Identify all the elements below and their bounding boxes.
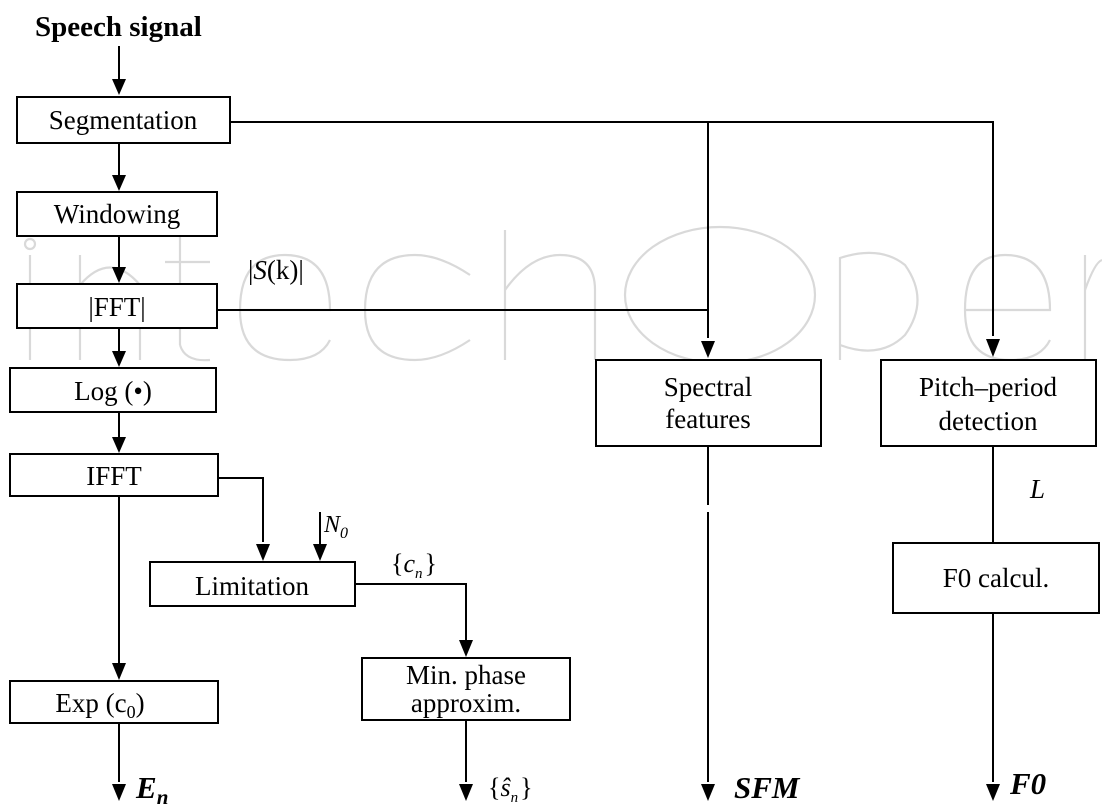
spectral-line2: features (665, 404, 750, 434)
seg-to-pitch-wire (230, 121, 709, 338)
limitation-to-minphase-wire (355, 583, 467, 640)
output-sfm-label: SFM (734, 770, 801, 805)
pitch-detection-block: Pitch–period detection (880, 359, 1097, 447)
n0-label: N0 (323, 512, 348, 542)
ifft-block: IFFT (9, 453, 219, 497)
min-phase-block: Min. phase approxim. (361, 657, 571, 721)
log-label: Log (•) (74, 376, 152, 406)
arrowheads (112, 79, 1000, 801)
ifft-to-limitation-wire (218, 477, 264, 542)
windowing-block: Windowing (16, 191, 218, 237)
min-phase-line1: Min. phase (406, 660, 526, 690)
fft-block: |FFT| (16, 283, 218, 329)
spectral-line1: Spectral (664, 372, 752, 402)
windowing-label: Windowing (54, 199, 180, 229)
f0-calcul-label: F0 calcul. (943, 563, 1049, 593)
connections (118, 46, 994, 782)
exp-block: Exp (c0) (9, 680, 219, 724)
reconstructed-signal-label: {ŝn} (488, 773, 533, 806)
fft-to-spectral-wire (218, 309, 709, 338)
f0-calcul-block: F0 calcul. (892, 542, 1100, 614)
output-energy-label: En (135, 770, 168, 806)
exp-label: Exp (c0) (55, 688, 144, 722)
speech-signal-label: Speech signal (35, 11, 202, 43)
output-f0-label: F0 (1009, 766, 1046, 801)
ifft-label: IFFT (86, 461, 142, 491)
magnitude-spectrum-label: |S(k)| (248, 255, 304, 285)
segmentation-label: Segmentation (49, 105, 198, 135)
cepstrum-coeffs-label: {cn} (391, 549, 437, 582)
fft-label: |FFT| (88, 292, 145, 322)
spectral-features-block: Spectral features (595, 359, 822, 447)
pitch-period-L-label: L (1029, 474, 1045, 504)
limitation-block: Limitation (149, 561, 356, 607)
pitch-line2: detection (939, 406, 1038, 436)
limitation-label: Limitation (195, 571, 309, 601)
log-block: Log (•) (9, 367, 217, 413)
segmentation-block: Segmentation (16, 96, 231, 144)
pitch-line1: Pitch–period (919, 372, 1057, 402)
min-phase-line2: approxim. (411, 688, 521, 718)
